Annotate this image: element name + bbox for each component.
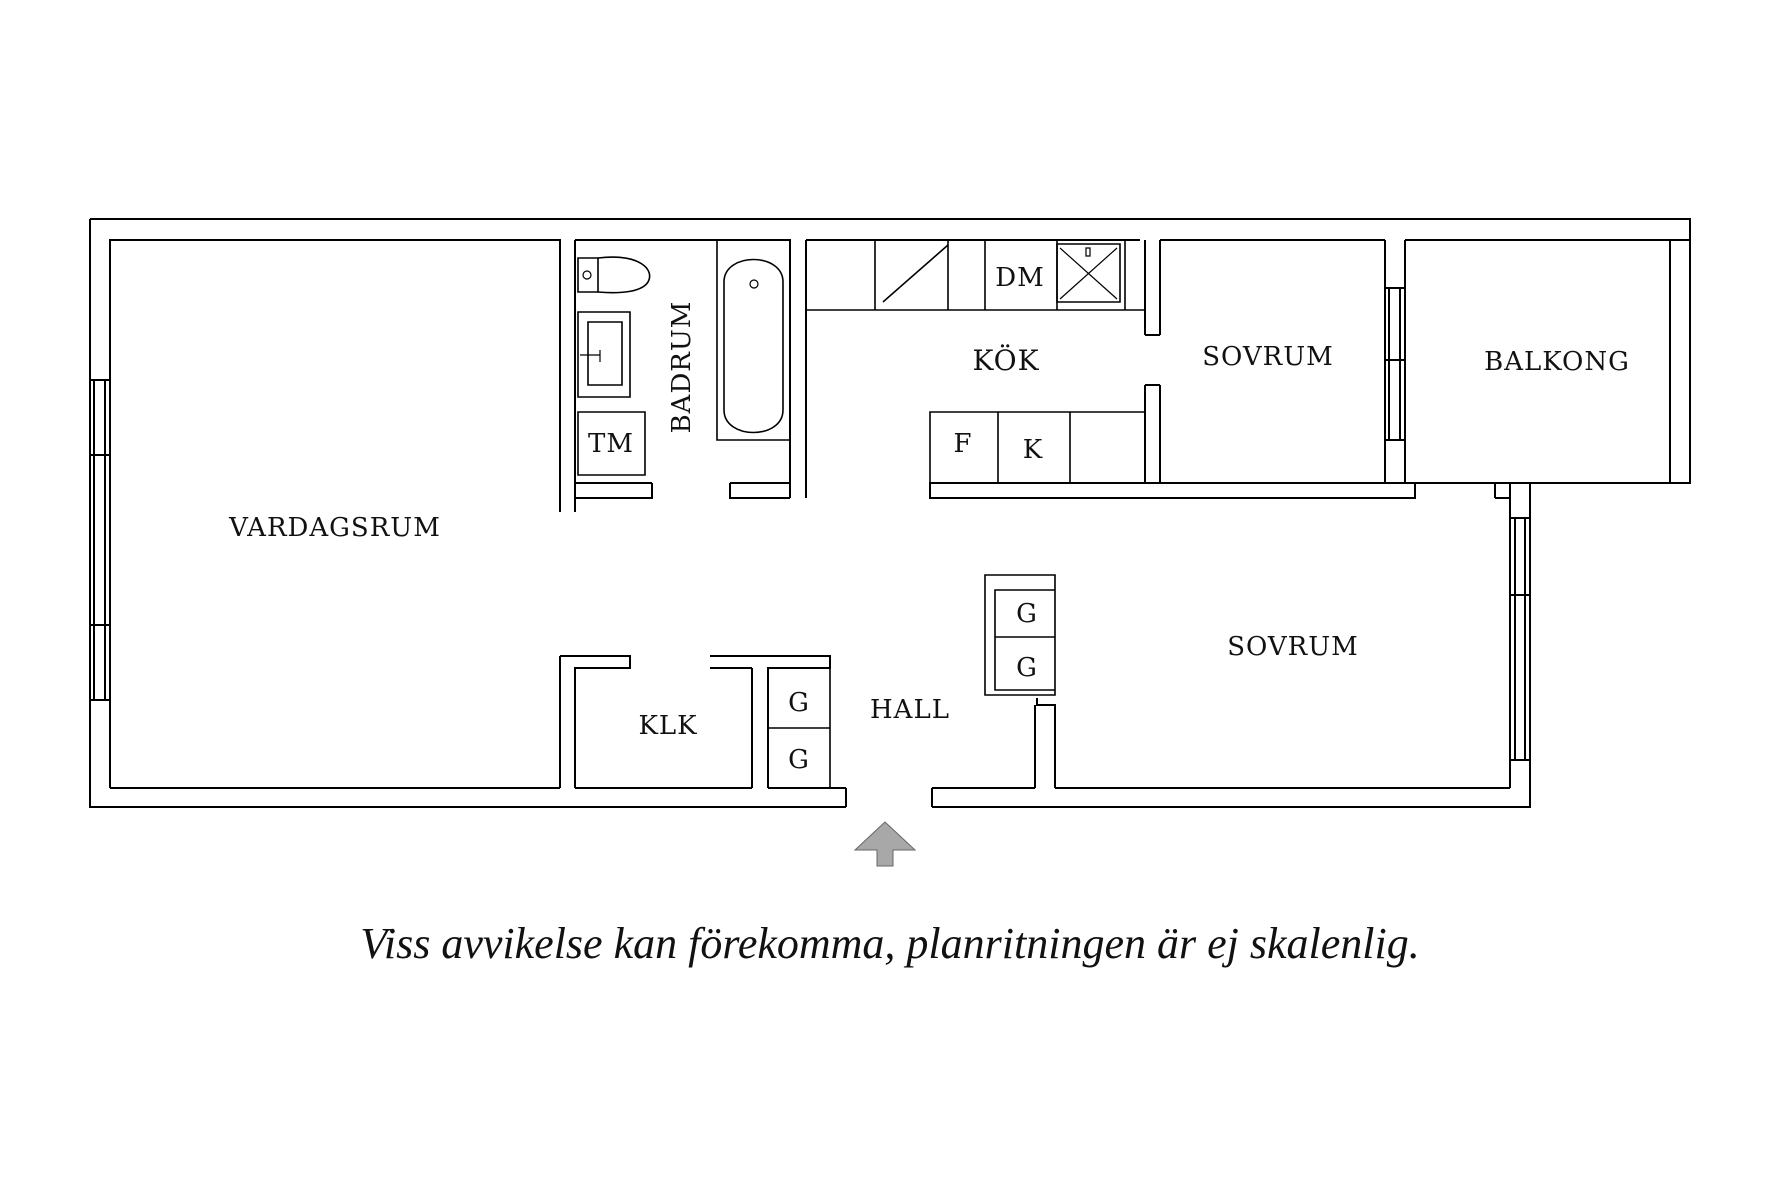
entrance-arrow-icon (853, 821, 917, 867)
bathtub (716, 239, 791, 441)
vardagsrum-window-left (90, 379, 110, 701)
sovrum-2-walls (1034, 483, 1511, 788)
sink-faucet (580, 350, 601, 362)
label-fridge: F (953, 429, 972, 459)
label-wardrobe-4: G (788, 745, 810, 775)
room-sovrum-2 (984, 483, 1530, 788)
room-badrum (574, 239, 791, 512)
sink (577, 311, 631, 398)
klk-walls (574, 655, 831, 788)
label-wardrobe-1: G (1016, 599, 1038, 629)
label-balkong: BALKONG (1484, 347, 1630, 377)
room-balkong (1404, 219, 1691, 484)
disclaimer-text: Viss avvikelse kan förekomma, planritnin… (360, 919, 1420, 968)
label-badrum: BADRUM (667, 301, 697, 434)
vardagsrum-inner-wall (109, 239, 631, 788)
label-freezer: K (1023, 435, 1043, 465)
bathtub-basin (723, 258, 784, 434)
wardrobe-hall (768, 667, 831, 789)
label-wardrobe-3: G (788, 688, 810, 718)
sovrum-1-walls (1144, 239, 1385, 483)
kok-bottom-wall (929, 482, 1416, 499)
sovrum-2-window (1510, 517, 1530, 761)
room-kok (805, 239, 1416, 499)
balkong-walls (1404, 219, 1691, 484)
sovrum-1-window (1385, 287, 1405, 441)
room-sovrum-1 (1144, 239, 1405, 483)
label-klk: KLK (638, 711, 697, 741)
label-vardagsrum: VARDAGSRUM (228, 513, 441, 543)
tm-cabinet (577, 411, 646, 476)
label-dm: DM (995, 263, 1044, 293)
label-tm: TM (588, 429, 634, 459)
wardrobe-sovrum (984, 574, 1056, 696)
room-vardagsrum (90, 239, 631, 788)
label-hall: HALL (870, 695, 950, 725)
stove-cross-icon (1059, 247, 1118, 300)
toilet-flush-icon (582, 270, 592, 280)
room-klk (574, 655, 831, 788)
toilet-bowl (597, 256, 651, 294)
label-sovrum-2: SOVRUM (1227, 632, 1359, 662)
label-kok: KÖK (972, 343, 1039, 377)
kok-walls (805, 239, 1386, 498)
stove-box (1056, 243, 1121, 303)
label-wardrobe-2: G (1016, 653, 1038, 683)
label-sovrum-1: SOVRUM (1202, 342, 1334, 372)
kitchen-counter-top (805, 240, 1146, 311)
dishwasher-slope (882, 244, 949, 303)
toilet-tank (577, 257, 599, 293)
bathtub-drain-icon (749, 279, 759, 289)
room-hall (768, 667, 831, 789)
